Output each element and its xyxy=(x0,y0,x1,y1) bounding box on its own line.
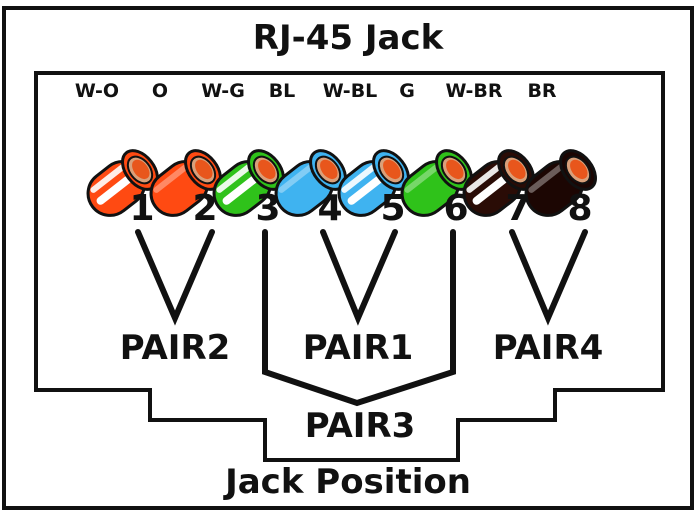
pair3-connector xyxy=(262,229,456,407)
pair4-connector xyxy=(509,229,588,326)
wire-3 xyxy=(212,149,285,217)
wire-label-2: O xyxy=(151,80,169,102)
wire-copper-core xyxy=(446,159,464,180)
pin-number-7: 7 xyxy=(505,188,531,229)
wire-2 xyxy=(149,149,222,217)
wire-copper-core xyxy=(383,159,401,180)
pair3-label: PAIR3 xyxy=(304,406,416,446)
wire-white-stripe xyxy=(347,173,386,205)
wire-label-3: W-G xyxy=(201,80,245,102)
pair2-label: PAIR2 xyxy=(119,328,231,368)
wire-5 xyxy=(337,149,410,217)
diagram-footer: Jack Position xyxy=(225,462,471,502)
pin-number-5: 5 xyxy=(380,188,406,229)
wire-highlight xyxy=(404,163,441,193)
jack-body-outline xyxy=(34,71,665,462)
diagram-title: RJ-45 Jack xyxy=(252,18,444,58)
pin-number-4: 4 xyxy=(317,188,343,229)
wire-copper-core xyxy=(570,159,588,180)
wire-highlight xyxy=(90,163,127,193)
wire-label-6: G xyxy=(399,80,415,102)
pair-connector-lines xyxy=(135,229,588,407)
pin-number-2: 2 xyxy=(192,188,218,229)
wire-highlight xyxy=(341,163,378,193)
pin-number-1: 1 xyxy=(129,188,155,229)
pin-number-3: 3 xyxy=(255,188,281,229)
wire-8 xyxy=(524,149,597,217)
wire-copper-core xyxy=(508,159,526,180)
wire-highlight xyxy=(153,163,190,193)
wire-highlight xyxy=(466,163,503,193)
pin-number-6: 6 xyxy=(443,188,469,229)
wire-label-4: BL xyxy=(268,80,296,102)
pair2-connector xyxy=(135,229,215,326)
wire-highlight xyxy=(528,163,565,193)
pair1-label: PAIR1 xyxy=(302,328,414,368)
wire-copper-core xyxy=(132,159,150,180)
wire-label-7: W-BR xyxy=(445,80,503,102)
wire-7 xyxy=(462,149,535,217)
wire-label-5: W-BL xyxy=(322,80,378,102)
wire-label-1: W-O xyxy=(74,80,120,102)
wire-white-stripe xyxy=(472,173,511,205)
wire-label-8: BR xyxy=(527,80,557,102)
wire-4 xyxy=(274,149,347,217)
pair1-connector xyxy=(320,229,398,326)
wire-copper-core xyxy=(320,159,338,180)
wire-highlight xyxy=(216,163,253,193)
wire-highlight xyxy=(278,163,315,193)
pin-number-8: 8 xyxy=(567,188,593,229)
wire-copper-core xyxy=(258,159,276,180)
pair4-label: PAIR4 xyxy=(492,328,604,368)
wire-copper-core xyxy=(195,159,213,180)
outer-frame xyxy=(2,6,694,510)
wire-group xyxy=(86,149,597,217)
wire-white-stripe xyxy=(222,173,261,205)
wire-1 xyxy=(86,149,159,217)
wire-white-stripe xyxy=(96,173,135,205)
